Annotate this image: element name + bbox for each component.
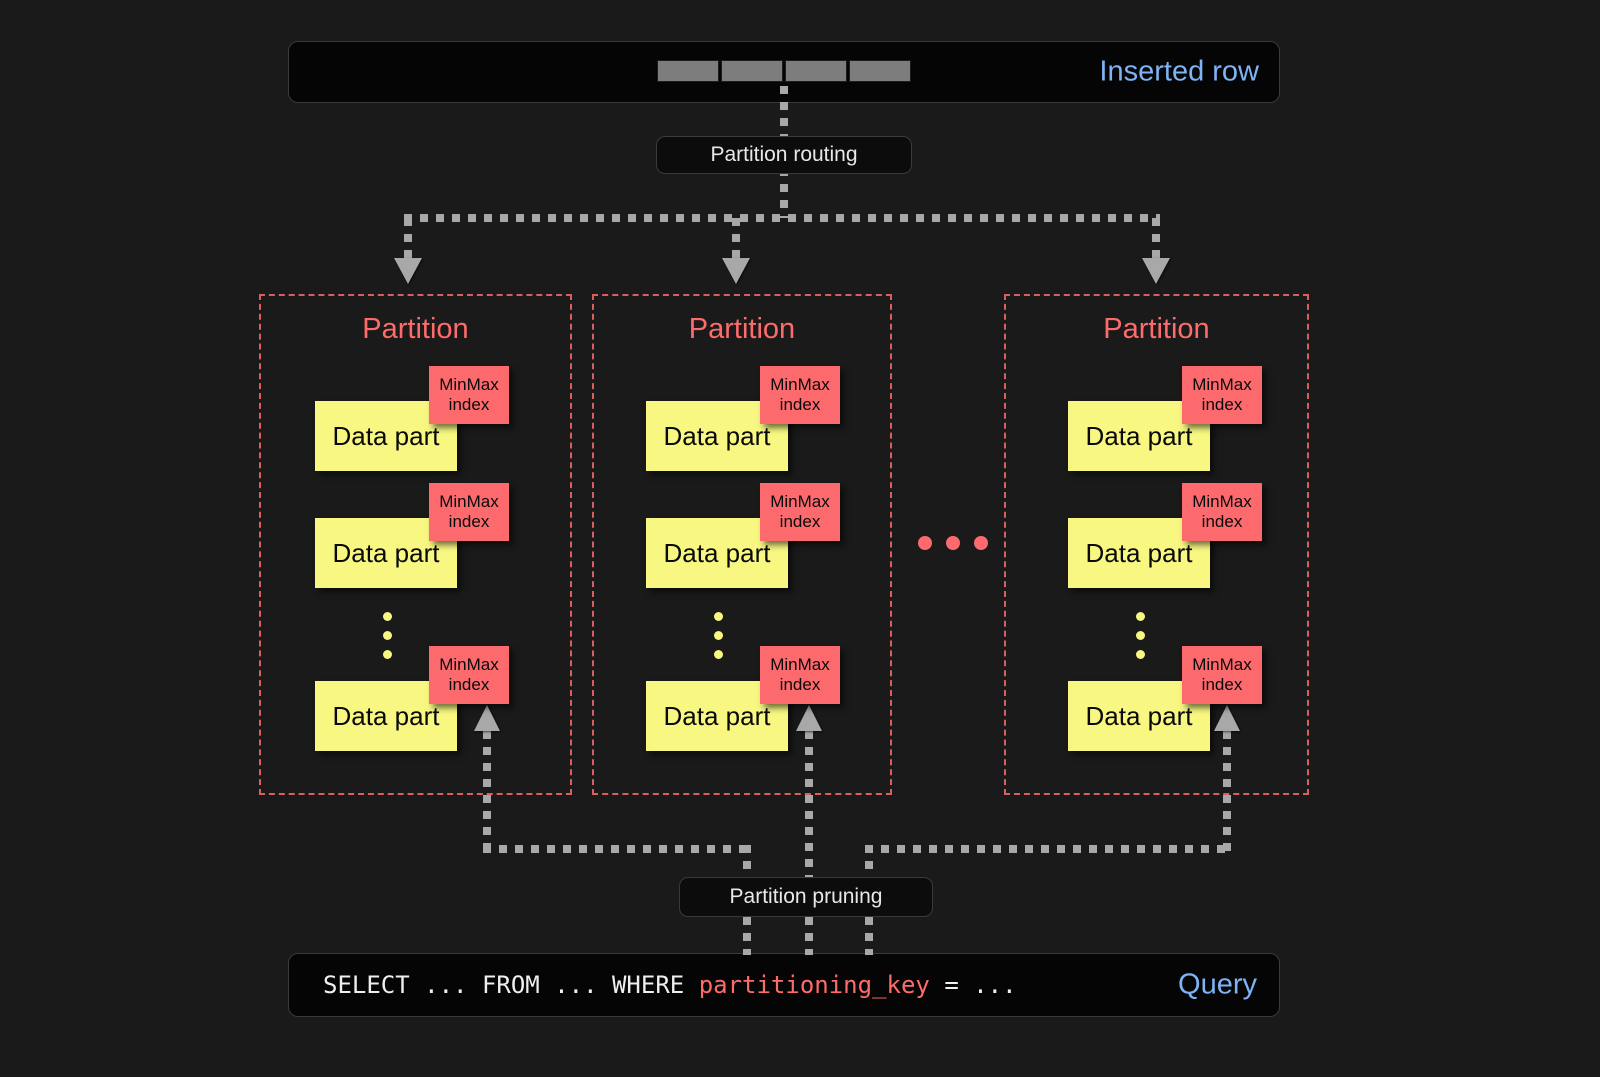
partition-box-1: partition-1 Partition MinMax index Data … xyxy=(259,294,572,795)
minmax-line-2: index xyxy=(1201,512,1243,531)
minmax-index-box: MinMax index xyxy=(1182,483,1262,541)
minmax-line-1: MinMax xyxy=(439,491,499,511)
data-part-group: MinMax index Data part xyxy=(315,483,565,588)
ellipsis-dot xyxy=(974,536,988,550)
data-part-group: MinMax index Data part xyxy=(646,366,896,471)
connector-gather-right-to-pruning xyxy=(865,845,873,881)
minmax-index-box: MinMax index xyxy=(760,366,840,424)
ellipsis-dot xyxy=(1136,631,1145,640)
minmax-line-1: MinMax xyxy=(1192,374,1252,394)
minmax-index-box: MinMax index xyxy=(760,483,840,541)
ellipsis-dot xyxy=(1136,612,1145,621)
connector-partition-2-down xyxy=(805,731,813,877)
connector-routing-to-bus xyxy=(780,168,788,218)
ellipsis-dot xyxy=(714,612,723,621)
connector-partition-1-down xyxy=(483,731,491,851)
ellipsis-dot xyxy=(1136,650,1145,659)
minmax-line-2: index xyxy=(1201,395,1243,414)
connector-bus-to-partition-2 xyxy=(732,218,740,264)
minmax-line-2: index xyxy=(448,395,490,414)
data-part-group: MinMax index Data part xyxy=(315,366,565,471)
ellipsis-dot xyxy=(714,631,723,640)
data-part-group: MinMax index Data part xyxy=(646,483,896,588)
query-suffix: = ... xyxy=(929,971,1017,999)
ellipsis-dot xyxy=(918,536,932,550)
connector-gather-left xyxy=(483,845,751,853)
data-part-box: Data part xyxy=(646,401,788,471)
connector-gather-left-to-pruning xyxy=(743,845,751,881)
ellipsis-dot xyxy=(946,536,960,550)
query-sql-text: SELECT ... FROM ... WHERE partitioning_k… xyxy=(323,971,1017,999)
data-part-box: Data part xyxy=(1068,681,1210,751)
minmax-line-2: index xyxy=(448,512,490,531)
arrow-into-data-part-1 xyxy=(474,705,500,731)
data-part-group: MinMax index Data part xyxy=(1068,366,1318,471)
minmax-line-2: index xyxy=(1201,675,1243,694)
query-partitioning-key: partitioning_key xyxy=(698,971,930,999)
minmax-line-1: MinMax xyxy=(1192,654,1252,674)
connector-pruning-to-query-center xyxy=(805,917,813,955)
minmax-line-2: index xyxy=(779,395,821,414)
data-part-group: MinMax index Data part xyxy=(1068,646,1318,751)
ellipsis-dot xyxy=(714,650,723,659)
data-part-group: MinMax index Data part xyxy=(646,646,896,751)
partition-title-2: Partition xyxy=(688,313,796,345)
minmax-line-1: MinMax xyxy=(770,491,830,511)
ellipsis-dot xyxy=(383,650,392,659)
data-part-ellipsis xyxy=(383,612,392,659)
data-part-ellipsis xyxy=(1136,612,1145,659)
connector-pruning-to-query-right xyxy=(865,917,873,955)
connector-pruning-to-query-left xyxy=(743,917,751,955)
minmax-index-box: MinMax index xyxy=(429,646,509,704)
arrow-into-partition-3 xyxy=(1142,258,1170,284)
data-part-group: MinMax index Data part xyxy=(1068,483,1318,588)
inserted-row-cells xyxy=(657,60,911,82)
arrow-into-partition-2 xyxy=(722,258,750,284)
partition-pruning-box[interactable]: Partition pruning xyxy=(679,877,933,917)
minmax-line-2: index xyxy=(448,675,490,694)
minmax-line-1: MinMax xyxy=(770,374,830,394)
data-part-ellipsis xyxy=(714,612,723,659)
partition-routing-box[interactable]: Partition routing xyxy=(656,136,912,174)
ellipsis-dot xyxy=(383,631,392,640)
partition-title-1: Partition xyxy=(362,313,469,345)
partition-box-2: Partition MinMax index Data part MinMax … xyxy=(592,294,892,795)
connector-gather-right xyxy=(865,845,1231,853)
minmax-line-1: MinMax xyxy=(770,654,830,674)
connector-bus-to-partition-1 xyxy=(404,218,412,264)
row-cell xyxy=(657,60,719,82)
arrow-into-data-part-2 xyxy=(796,705,822,731)
minmax-index-box: MinMax index xyxy=(429,483,509,541)
data-part-group: MinMax index Data part xyxy=(315,646,565,751)
minmax-line-2: index xyxy=(779,675,821,694)
query-label: Query xyxy=(1178,968,1257,1001)
ellipsis-dot xyxy=(383,612,392,621)
partition-ellipsis xyxy=(918,536,988,550)
row-cell xyxy=(721,60,783,82)
partition-title-3: Partition xyxy=(1103,313,1210,345)
minmax-index-box: MinMax index xyxy=(1182,366,1262,424)
connector-bus-to-partition-3 xyxy=(1152,218,1160,264)
arrow-into-data-part-3 xyxy=(1214,705,1240,731)
minmax-index-box: MinMax index xyxy=(1182,646,1262,704)
partition-box-3: Partition MinMax index Data part MinMax … xyxy=(1004,294,1309,795)
minmax-index-box: MinMax index xyxy=(760,646,840,704)
minmax-line-1: MinMax xyxy=(439,654,499,674)
connector-row-to-routing xyxy=(780,86,788,142)
arrow-into-partition-1 xyxy=(394,258,422,284)
data-part-box: Data part xyxy=(315,401,457,471)
minmax-line-2: index xyxy=(779,512,821,531)
query-bar: SELECT ... FROM ... WHERE partitioning_k… xyxy=(288,953,1280,1017)
partition-pruning-label: Partition pruning xyxy=(729,885,883,908)
inserted-row-label: Inserted row xyxy=(1099,55,1259,88)
minmax-index-box: MinMax index xyxy=(429,366,509,424)
row-cell xyxy=(849,60,911,82)
partition-routing-label: Partition routing xyxy=(710,143,858,166)
query-prefix: SELECT ... FROM ... WHERE xyxy=(323,971,699,999)
minmax-line-1: MinMax xyxy=(439,374,499,394)
connector-insert-bus xyxy=(404,214,1160,222)
minmax-line-1: MinMax xyxy=(1192,491,1252,511)
connector-partition-3-down xyxy=(1223,731,1231,851)
row-cell xyxy=(785,60,847,82)
